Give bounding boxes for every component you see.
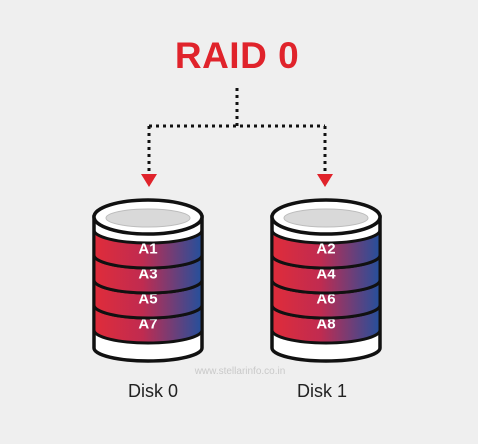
data-block-stripe [270,229,382,270]
data-block-label: A2 [316,241,335,258]
data-block-label: A3 [138,266,157,283]
disk-0: A7 A5 A3 A1 [92,198,204,363]
data-block-label: A7 [138,316,157,333]
disk-top-inner [283,208,369,228]
data-block-stripe [92,229,204,270]
diagram-title: RAID 0 [175,35,299,76]
disk-label-1: Disk 1 [297,381,347,401]
disk-top-inner [105,208,191,228]
watermark: www.stellarinfo.co.in [194,366,286,377]
data-block-label: A1 [138,241,157,258]
data-block-label: A5 [138,291,157,308]
data-block-label: A4 [316,266,336,283]
disk-1: A8 A6 A4 A2 [270,198,382,363]
data-block-label: A8 [316,316,335,333]
disk-label-0: Disk 0 [128,381,178,401]
connector-lines [141,88,333,187]
arrow-right-icon [317,174,333,187]
data-block-label: A6 [316,291,335,308]
arrow-left-icon [141,174,157,187]
